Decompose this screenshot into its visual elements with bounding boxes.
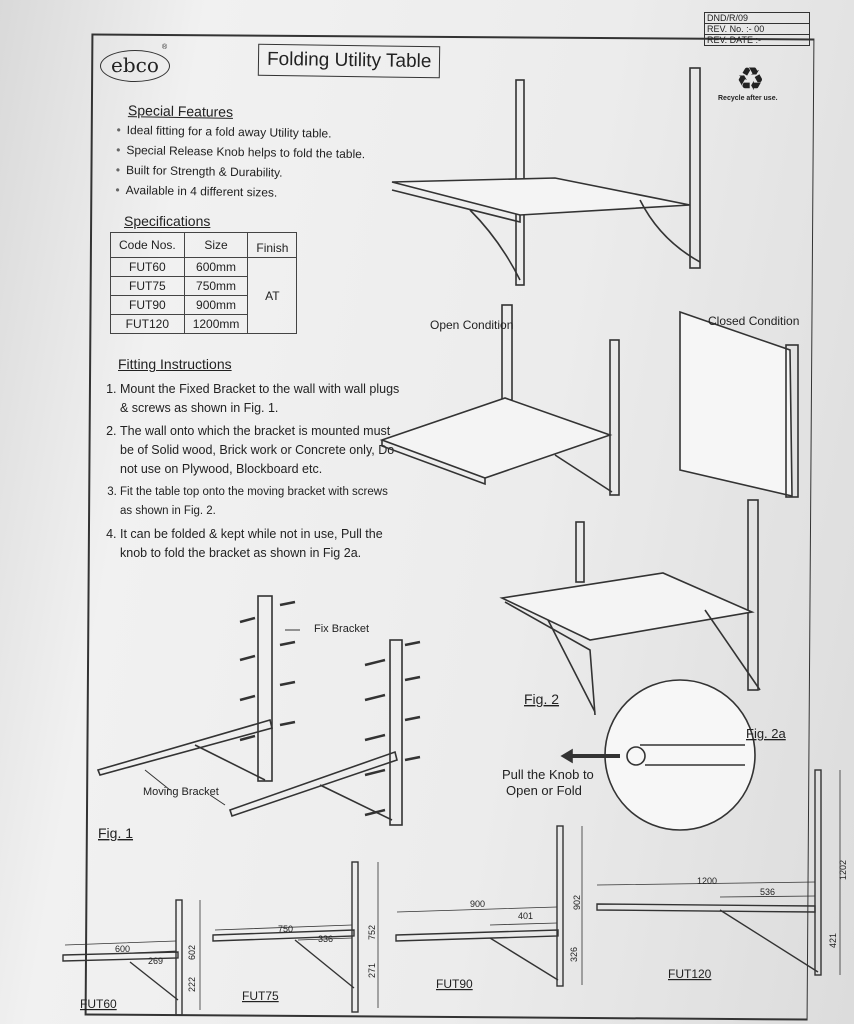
fig1-illustration xyxy=(96,595,421,826)
model-label-fut120: FUT120 xyxy=(668,967,712,981)
dimension-lower: 326 xyxy=(569,947,579,962)
column-header: Size xyxy=(183,232,249,258)
dimension-height: 902 xyxy=(572,895,582,910)
pull-knob-label-2: Open or Fold xyxy=(506,783,582,798)
finish-cell: AT xyxy=(247,257,298,334)
specifications-heading: Specifications xyxy=(124,213,211,229)
instruction-step: The wall onto which the bracket is mount… xyxy=(120,422,402,479)
ebco-logo: ebco xyxy=(100,50,170,82)
fitting-instructions-heading: Fitting Instructions xyxy=(118,356,232,372)
dimension-height: 752 xyxy=(367,925,377,940)
open-condition-illustration xyxy=(379,304,620,496)
instruction-step: It can be folded & kept while not in use… xyxy=(120,525,402,563)
closed-condition-illustration xyxy=(679,310,799,498)
dimension-height: 602 xyxy=(187,945,197,960)
closed-condition-label: Closed Condition xyxy=(708,314,799,328)
rev-number: REV. No. :- 00 xyxy=(705,24,809,35)
dimension-height: 1202 xyxy=(838,860,848,880)
dimension-arm: 336 xyxy=(318,934,333,944)
open-condition-label: Open Condition xyxy=(430,318,513,332)
model-label-fut90: FUT90 xyxy=(436,977,473,991)
column-header: Finish xyxy=(247,232,298,258)
dimension-lower: 222 xyxy=(187,977,197,992)
fitting-instructions: Mount the Fixed Bracket to the wall with… xyxy=(102,380,402,563)
dimension-lower: 271 xyxy=(367,963,377,978)
model-label-fut60: FUT60 xyxy=(80,997,117,1011)
dimension-length: 750 xyxy=(278,924,293,934)
fig2-illustration xyxy=(499,499,761,716)
revision-box: DND/R/09 REV. No. :- 00 REV. DATE :- xyxy=(704,12,810,46)
dimension-length: 1200 xyxy=(697,876,717,886)
doc-number: DND/R/09 xyxy=(705,13,809,24)
recycle-caption: Recycle after use. xyxy=(718,95,778,102)
pull-knob-label: Pull the Knob to xyxy=(502,767,594,782)
dimension-drawings xyxy=(62,769,841,1016)
moving-bracket-label: Moving Bracket xyxy=(143,786,219,798)
dimension-length: 600 xyxy=(115,944,130,954)
fig1-label: Fig. 1 xyxy=(98,825,133,841)
rev-date: REV. DATE :- xyxy=(707,35,762,45)
fix-bracket-label: Fix Bracket xyxy=(314,623,369,635)
instruction-step: Mount the Fixed Bracket to the wall with… xyxy=(120,380,402,418)
dimension-lower: 421 xyxy=(828,933,838,948)
fig2a-detail xyxy=(560,679,756,831)
model-label-fut75: FUT75 xyxy=(242,989,279,1003)
recycle-icon: ♻ xyxy=(736,61,765,97)
dimension-arm: 536 xyxy=(760,887,775,897)
registered-mark: ® xyxy=(162,44,168,51)
dimension-length: 900 xyxy=(470,899,485,909)
dimension-arm: 269 xyxy=(148,956,163,966)
folding-table-illustration xyxy=(391,67,701,286)
fig2-label: Fig. 2 xyxy=(524,691,559,707)
fig2a-label: Fig. 2a xyxy=(746,726,787,741)
dimension-arm: 401 xyxy=(518,911,533,921)
instruction-step: Fit the table top onto the moving bracke… xyxy=(120,483,402,521)
